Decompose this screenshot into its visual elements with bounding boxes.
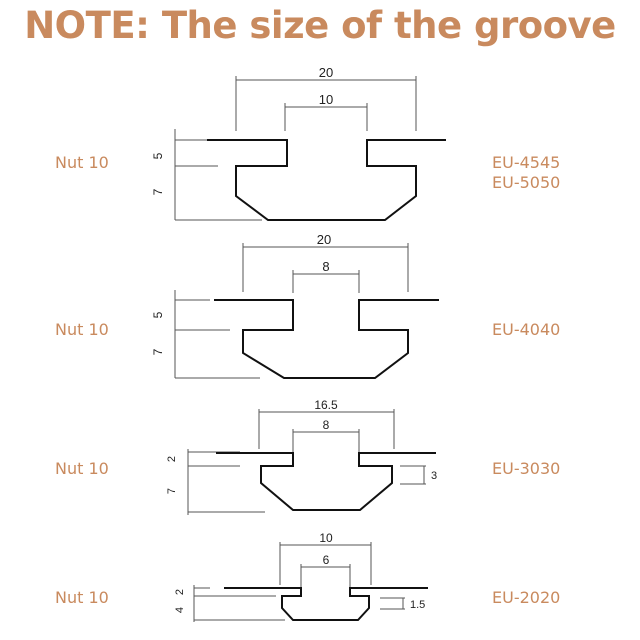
groove-profile — [214, 299, 439, 379]
dim-outer-width: 10 — [319, 531, 333, 545]
dim-lip-height: 5 — [151, 311, 165, 318]
model-label-1: EU-4545 EU-5050 — [492, 153, 560, 193]
dim-side-height: 1.5 — [410, 599, 425, 611]
dim-depth: 7 — [166, 488, 178, 494]
groove-diagram-1: 20 10 5 7 — [151, 65, 446, 221]
model-label-2: EU-4040 — [492, 320, 560, 340]
dim-outer-width: 20 — [317, 232, 331, 247]
groove-diagram-2: 20 8 5 7 — [151, 232, 439, 379]
dim-inner-width: 8 — [323, 418, 330, 432]
groove-diagram-4: 10 6 2 4 1.5 — [174, 531, 428, 622]
groove-profile — [216, 452, 436, 511]
groove-profile — [207, 139, 446, 221]
nut-label-2: Nut 10 — [55, 320, 109, 339]
dim-side-height: 3 — [431, 470, 437, 482]
nut-label-1: Nut 10 — [55, 153, 109, 172]
dim-inner-width: 10 — [319, 92, 333, 107]
dim-inner-width: 6 — [323, 553, 330, 567]
dim-depth: 7 — [151, 348, 165, 355]
dim-depth: 7 — [151, 188, 165, 195]
dimension-lines — [187, 409, 426, 515]
model-name: EU-2020 — [492, 588, 561, 607]
model-name: EU-5050 — [492, 173, 561, 192]
dim-depth: 4 — [174, 607, 186, 613]
dim-lip-height: 5 — [151, 152, 165, 159]
dimension-lines — [174, 76, 417, 221]
dim-outer-width: 16.5 — [314, 398, 338, 412]
dim-lip-height: 2 — [174, 589, 186, 595]
model-label-4: EU-2020 — [492, 588, 560, 608]
groove-diagram-3: 16.5 8 2 7 3 — [166, 398, 437, 515]
model-label-3: EU-3030 — [492, 459, 560, 479]
dim-inner-width: 8 — [322, 259, 329, 274]
dim-lip-height: 2 — [166, 456, 178, 462]
dim-outer-width: 20 — [319, 65, 333, 80]
model-name: EU-4040 — [492, 320, 561, 339]
dimension-lines — [174, 243, 409, 379]
groove-profile — [224, 587, 428, 621]
nut-label-3: Nut 10 — [55, 459, 109, 478]
page-title: NOTE: The size of the groove — [24, 4, 616, 47]
nut-label-4: Nut 10 — [55, 588, 109, 607]
dimension-lines — [193, 542, 405, 622]
model-name: EU-4545 — [492, 153, 561, 172]
model-name: EU-3030 — [492, 459, 561, 478]
